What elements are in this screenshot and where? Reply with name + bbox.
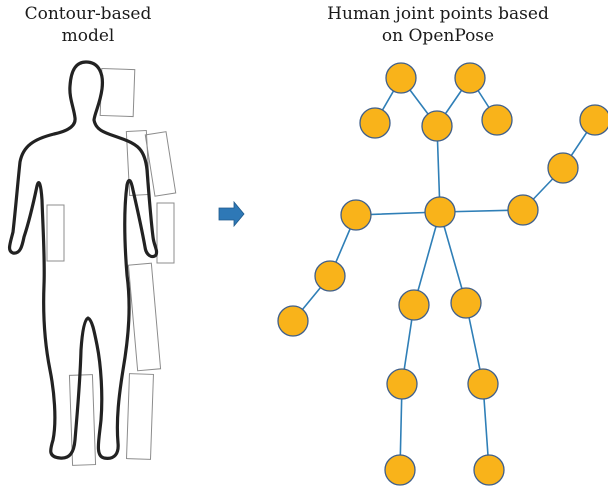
thigh-box-1 (127, 262, 162, 372)
joint-right-shoulder (507, 194, 539, 226)
openpose-caption-line2: on OpenPose (381, 26, 495, 46)
joint-right-elbow (547, 152, 579, 184)
joint-left-elbow (314, 260, 346, 292)
shin-box-2 (125, 373, 154, 460)
bone-neck-to-right-hip (439, 211, 467, 304)
forearm-box-2 (156, 202, 175, 264)
human-contour-outline (7, 60, 159, 460)
upper-arm-box-2 (144, 131, 177, 197)
contour-model-caption-line1: Contour-based (24, 4, 152, 24)
contour-model-caption: Contour-based model (0, 3, 176, 47)
joint-right-eye (454, 62, 486, 94)
upper-arm-box-1 (125, 129, 151, 197)
contour-model-caption-line2: model (61, 26, 115, 46)
joint-left-shoulder (340, 199, 372, 231)
openpose-caption-line1: Human joint points based (327, 4, 549, 24)
joint-left-eye (385, 62, 417, 94)
joint-right-hip (450, 287, 482, 319)
joint-left-hip (398, 289, 430, 321)
joint-right-ankle (473, 454, 505, 486)
joint-points (277, 62, 608, 486)
joint-left-knee (386, 368, 418, 400)
joint-neck (424, 196, 456, 228)
right-arrow-icon (218, 200, 245, 228)
joint-left-ear (359, 107, 391, 139)
joint-right-wrist (579, 104, 608, 136)
forearm-box-1 (46, 204, 65, 262)
joint-left-ankle (384, 454, 416, 486)
joint-right-ear (481, 104, 513, 136)
joint-left-wrist (277, 305, 309, 337)
joint-right-knee (467, 368, 499, 400)
bone-neck-to-left-hip (413, 211, 441, 306)
openpose-caption: Human joint points based on OpenPose (322, 3, 554, 47)
joint-nose (421, 110, 453, 142)
head-box (99, 67, 136, 118)
body-part-boxes (46, 67, 177, 466)
